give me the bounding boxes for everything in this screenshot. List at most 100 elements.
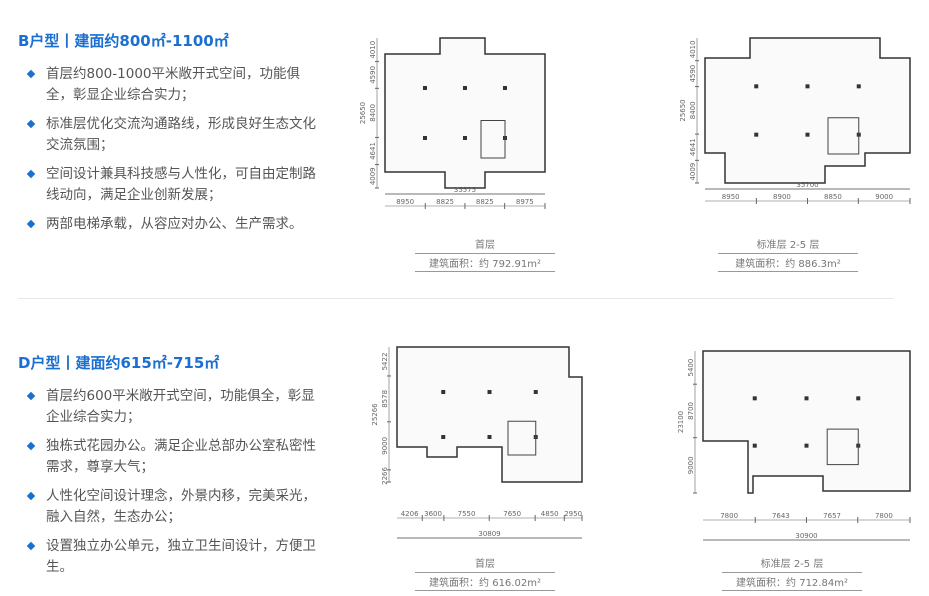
plan-area: 建筑面积：约 616.02m² (415, 572, 555, 591)
column (487, 435, 492, 439)
dim-width: 4850 (541, 510, 559, 518)
column (805, 84, 810, 89)
dim-height: 4010 (689, 40, 697, 58)
dim-width: 8975 (516, 198, 534, 206)
dim-width: 7550 (458, 510, 476, 518)
dim-height: 2266 (381, 466, 389, 484)
dim-height: 4641 (369, 142, 377, 160)
dim-width: 3600 (424, 510, 442, 518)
dim-width: 7657 (823, 512, 841, 520)
dim-height: 9000 (381, 437, 389, 455)
bullet: 人性化空间设计理念，外景内移，完美采光，融入自然，生态办公； (24, 486, 324, 528)
plan-name: 首层 (475, 240, 495, 251)
section-d-title: D户型丨建面约615㎡-715㎡ (18, 354, 220, 372)
dim-width: 7650 (503, 510, 521, 518)
dim-width: 4206 (401, 510, 419, 518)
plan-name: 首层 (475, 559, 495, 570)
plan-area: 建筑面积：约 712.84m² (722, 572, 862, 591)
dim-height: 5400 (687, 359, 695, 377)
column (533, 390, 538, 394)
plan-outline (384, 37, 546, 189)
column (503, 86, 507, 90)
column (463, 86, 467, 90)
dim-width: 8850 (824, 193, 842, 201)
floor-plan: 4010 4590 8400 4641 4009 25650 35700 8950 8900 88… (679, 37, 911, 204)
dim-height: 8400 (369, 104, 377, 122)
dim-height: 9000 (687, 456, 695, 474)
column (423, 136, 427, 140)
bullet: 两部电梯承载，从容应对办公、生产需求。 (24, 214, 324, 235)
plan-outline (702, 350, 911, 494)
column (754, 132, 759, 137)
dim-height: 4010 (369, 41, 377, 59)
plan-outline (704, 37, 911, 184)
dim-total-height: 25650 (679, 99, 687, 121)
column (856, 396, 861, 401)
dim-total-height: 25266 (371, 403, 379, 426)
dim-height: 4009 (689, 163, 697, 181)
dim-width: 7800 (720, 512, 738, 520)
column (423, 86, 427, 90)
core (826, 428, 859, 466)
dim-height: 4590 (689, 65, 697, 83)
dim-width: 2950 (564, 510, 582, 518)
dim-height: 4009 (369, 167, 377, 185)
section-d-bullets: 首层约600平米敞开式空间，功能俱全，彰显企业综合实力； 独栋式花园办公。满足企… (24, 386, 324, 586)
column (441, 390, 446, 394)
divider (18, 298, 893, 299)
dim-height: 8400 (689, 101, 697, 119)
bullet: 设置独立办公单元，独立卫生间设计，方便卫生。 (24, 536, 324, 578)
dim-total-width: 35575 (454, 186, 476, 194)
dim-width: 7643 (772, 512, 790, 520)
column (805, 132, 810, 137)
dim-height: 8700 (687, 402, 695, 420)
section-b-title: B户型丨建面约800㎡-1100㎡ (18, 32, 229, 50)
core (480, 120, 506, 159)
core (507, 420, 537, 456)
column (754, 84, 759, 89)
floor-plan: 5400 8700 9000 23100 30900 7800 7643 7657 7800 (677, 350, 911, 541)
dim-width: 8950 (396, 198, 414, 206)
plan-caption: 首层建筑面积：约 616.02m² (415, 555, 555, 591)
dim-width: 9000 (875, 193, 893, 201)
bullet: 首层约600平米敞开式空间，功能俱全，彰显企业综合实力； (24, 386, 324, 428)
core (827, 117, 860, 155)
bullet: 首层约800-1000平米敞开式空间，功能俱全，彰显企业综合实力； (24, 64, 324, 106)
dim-width: 8825 (436, 198, 454, 206)
plan-area: 建筑面积：约 792.91m² (415, 253, 555, 272)
dim-width: 8825 (476, 198, 494, 206)
dim-total-width: 30809 (478, 530, 500, 538)
dim-height: 8578 (381, 390, 389, 408)
column (804, 396, 809, 401)
dim-total-height: 23100 (677, 411, 685, 433)
plan-caption: 首层建筑面积：约 792.91m² (415, 236, 555, 272)
dim-total-height: 25650 (359, 102, 367, 124)
dim-width: 8900 (773, 193, 791, 201)
column (487, 390, 492, 394)
dim-width: 7800 (875, 512, 893, 520)
column (463, 136, 467, 140)
dim-height: 5422 (381, 353, 389, 371)
plan-name: 标准层 2-5 层 (756, 240, 820, 251)
section-b-bullets: 首层约800-1000平米敞开式空间，功能俱全，彰显企业综合实力； 标准层优化交… (24, 64, 324, 243)
plan-area: 建筑面积：约 886.3m² (718, 253, 858, 272)
bullet: 独栋式花园办公。满足企业总部办公室私密性需求，尊享大气； (24, 436, 324, 478)
dim-total-width: 30900 (795, 532, 817, 540)
plan-name: 标准层 2-5 层 (760, 559, 824, 570)
dim-height: 4641 (689, 138, 697, 156)
column (752, 443, 757, 448)
dim-height: 4590 (369, 66, 377, 84)
plan-caption: 标准层 2-5 层建筑面积：约 712.84m² (722, 555, 862, 591)
bullet: 标准层优化交流沟通路线，形成良好生态文化交流氛围； (24, 114, 324, 156)
plan-caption: 标准层 2-5 层建筑面积：约 886.3m² (718, 236, 858, 272)
column (752, 396, 757, 401)
bullet: 空间设计兼具科技感与人性化，可自由定制路线动向，满足企业创新发展； (24, 164, 324, 206)
floor-plan: 4010 4590 8400 4641 4009 25650 35575 8950 8825 88… (359, 37, 546, 209)
column (804, 443, 809, 448)
plan-outline (396, 346, 583, 483)
dim-total-width: 35700 (796, 181, 818, 189)
column (441, 435, 446, 439)
floor-plan: 5422 8578 9000 2266 25266 30809 4206 3600 7550 76… (371, 346, 583, 539)
dim-width: 8950 (722, 193, 740, 201)
column (856, 84, 861, 89)
